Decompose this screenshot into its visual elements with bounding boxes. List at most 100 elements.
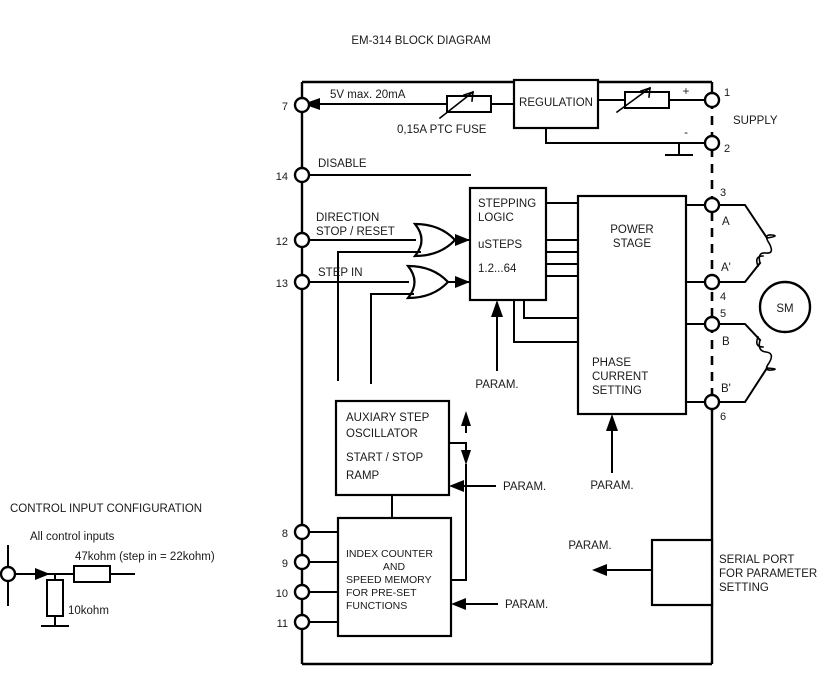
wire-or2-feedback (370, 293, 414, 384)
winding-a-lead-bottom (711, 261, 762, 283)
pin-number-14: 14 (276, 171, 288, 183)
winding-a-lead-top (711, 204, 769, 240)
arrow-serial-param (592, 564, 607, 576)
oscillator-block (334, 399, 451, 497)
supply-spec-label: 5V max. 20mA (330, 89, 406, 101)
pin-number-7: 7 (282, 101, 288, 113)
phase-current-line2: CURRENT (592, 371, 648, 383)
power-stage-line1: POWER (610, 224, 653, 236)
control-input-configuration: CONTROL INPUT CONFIGURATION All control … (0, 503, 215, 627)
pin-terminal-14[interactable] (293, 166, 311, 184)
stop-reset-label: STOP / RESET (316, 226, 395, 238)
pin-number-6: 6 (720, 411, 726, 423)
ci-series-resistor-label: 47kohm (step in = 22kohm) (75, 551, 215, 563)
pin-terminal-12[interactable] (293, 231, 311, 249)
power-stage-line2: STAGE (613, 238, 651, 250)
power-stage-block (576, 194, 688, 416)
pin-number-10: 10 (276, 588, 288, 600)
supply-label: SUPPLY (733, 115, 778, 127)
control-input-title: CONTROL INPUT CONFIGURATION (10, 503, 202, 515)
pin-number-8: 8 (282, 528, 288, 540)
pin-terminal-7[interactable] (293, 96, 311, 114)
direction-label: DIRECTION (316, 212, 379, 224)
arrow-param-oscillator (449, 480, 464, 492)
control-input-subtitle: All control inputs (30, 531, 115, 543)
minus-label: - (684, 127, 688, 139)
coil-a-icon (756, 234, 776, 268)
pin-terminal-3[interactable] (703, 196, 721, 214)
index-counter-line3: SPEED MEMORY (346, 574, 432, 586)
ci-arrow-icon (35, 568, 50, 580)
ci-shunt-resistor-symbol (46, 579, 64, 617)
arrow-param-stepping (491, 300, 503, 317)
ci-input-terminal[interactable] (0, 565, 17, 583)
pin-terminal-11[interactable] (293, 613, 311, 631)
pin-terminal-13[interactable] (293, 273, 311, 291)
pin-number-12: 12 (276, 236, 288, 248)
phase-label-b: B (722, 336, 730, 348)
arrow-osc-down (461, 450, 471, 465)
arrow-osc-up (461, 411, 471, 426)
step-in-label: STEP IN (318, 267, 363, 279)
ptc-fuse-output-icon (438, 90, 492, 120)
pin-terminal-9[interactable] (293, 553, 311, 571)
phase-current-line1: PHASE (592, 357, 631, 369)
stepping-logic-line3: uSTEPS (478, 239, 522, 251)
right-pin-terminals: 1 2 3 A 4 A' 5 B 6 B' (703, 87, 731, 423)
pin-number-2: 2 (724, 143, 730, 155)
oscillator-line3: START / STOP (346, 452, 423, 464)
serial-port-block (650, 538, 714, 607)
param-label-serial: PARAM. (568, 540, 611, 552)
pin-number-9: 9 (282, 558, 288, 570)
pin-number-13: 13 (276, 278, 288, 290)
param-label-oscillator: PARAM. (503, 481, 546, 493)
stepping-logic-line4: 1.2...64 (478, 263, 517, 275)
pin-terminal-5[interactable] (703, 315, 721, 333)
param-label-stepping: PARAM. (475, 379, 518, 391)
ci-series-resistor-symbol (73, 565, 111, 583)
index-counter-line4: FOR PRE-SET (346, 587, 417, 599)
fuse-label: 0,15A PTC FUSE (397, 124, 487, 136)
serial-port-line1: SERIAL PORT (719, 554, 794, 566)
coil-b-icon (756, 335, 776, 371)
oscillator-line1: AUXIARY STEP (346, 412, 430, 424)
stepping-logic-block (468, 186, 548, 302)
pin-terminal-6[interactable] (703, 393, 721, 411)
ground-icon (665, 142, 693, 156)
pin-number-1: 1 (724, 87, 730, 99)
stepping-logic-line2: LOGIC (478, 212, 514, 224)
disable-label: DISABLE (318, 158, 367, 170)
pin-number-11: 11 (277, 618, 288, 630)
phase-label-b-prime: B' (721, 383, 731, 395)
phase-label-a-prime: A' (721, 262, 731, 274)
arrow-to-pin7 (303, 98, 320, 110)
page-title: EM-314 BLOCK DIAGRAM (351, 35, 490, 47)
index-counter-line5: FUNCTIONS (346, 600, 407, 612)
pin-terminal-4[interactable] (703, 273, 721, 291)
regulation-label: REGULATION (519, 97, 593, 109)
param-label-phase: PARAM. (590, 480, 633, 492)
stepping-logic-line1: STEPPING (478, 198, 536, 210)
wire-regulation-gnd-to-pin2 (545, 127, 713, 144)
pin-terminal-1[interactable] (703, 91, 721, 109)
regulation-block (512, 78, 600, 130)
or-gate-direction-icon (412, 222, 471, 258)
stepper-motor-symbol (758, 280, 812, 334)
oscillator-line2: OSCILLATOR (346, 428, 418, 440)
param-label-index: PARAM. (505, 599, 548, 611)
serial-port-line2: FOR PARAMETER (719, 568, 817, 580)
winding-b-lead-top (711, 323, 762, 342)
or-gate-stepin-icon (405, 264, 471, 300)
index-counter-line1: INDEX COUNTER (346, 548, 433, 560)
pin-number-3: 3 (720, 187, 726, 199)
oscillator-line4: RAMP (346, 470, 380, 482)
phase-label-a: A (722, 216, 730, 228)
wire-index-feedback (450, 464, 467, 581)
plus-label: + (683, 86, 690, 98)
pin-number-4: 4 (720, 291, 726, 303)
pin-terminal-2[interactable] (703, 134, 721, 152)
ci-shunt-resistor-label: 10kohm (68, 605, 109, 617)
pin-terminal-10[interactable] (293, 583, 311, 601)
pin-terminal-8[interactable] (293, 523, 311, 541)
